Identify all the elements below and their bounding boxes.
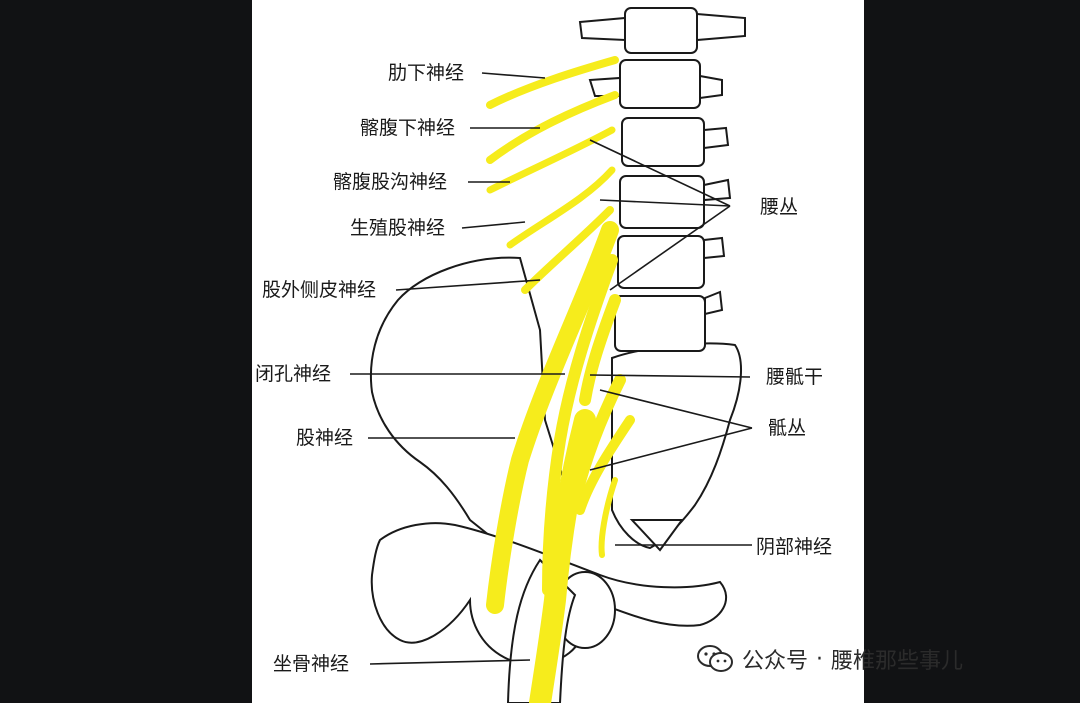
leader-lines [350, 72, 753, 665]
wechat-icon [697, 645, 733, 672]
ilioinguinal-nerve [486, 126, 616, 194]
transverse-processes [578, 12, 746, 316]
label-subcostal: 肋下神经 [388, 62, 465, 84]
sciatic-nerve [529, 409, 596, 703]
sacral-plexus-b [575, 415, 635, 515]
iliohypogastric-nerve [486, 91, 619, 164]
lumbosacral-trunk [579, 294, 621, 406]
lateral-femoral-cutaneous-nerve [521, 206, 614, 294]
label-ilioinguinal: 髂腹股沟神经 [333, 171, 448, 193]
label-sciatic: 坐骨神经 [273, 653, 350, 675]
label-lumbar-plexus: 腰丛 [760, 196, 799, 218]
pudendal-nerve [598, 477, 618, 558]
sacrum [611, 342, 742, 550]
label-femoral: 股神经 [296, 427, 354, 449]
watermark: 公众号 · 腰椎那些事儿 [696, 641, 963, 677]
vertebral-column [614, 7, 706, 352]
label-obturator: 闭孔神经 [255, 363, 332, 385]
label-lateral-femoral-cutaneous: 股外侧皮神经 [262, 279, 377, 301]
watermark-account: 公众号 [742, 649, 809, 674]
femoral-nerve [486, 221, 619, 614]
obturator-nerve [542, 254, 618, 596]
label-pudendal: 阴部神经 [756, 536, 833, 558]
label-iliohypogastric: 髂腹下神经 [360, 117, 456, 139]
subcostal-nerve [486, 56, 619, 109]
label-genitofemoral: 生殖股神经 [350, 217, 446, 239]
label-sacral-plexus: 骶丛 [768, 417, 807, 439]
coccyx [629, 519, 684, 552]
watermark-separator: · [816, 646, 824, 672]
label-lumbosacral-trunk: 腰骶干 [766, 366, 824, 388]
genitofemoral-nerve [506, 166, 616, 249]
watermark-name: 腰椎那些事儿 [831, 649, 964, 674]
